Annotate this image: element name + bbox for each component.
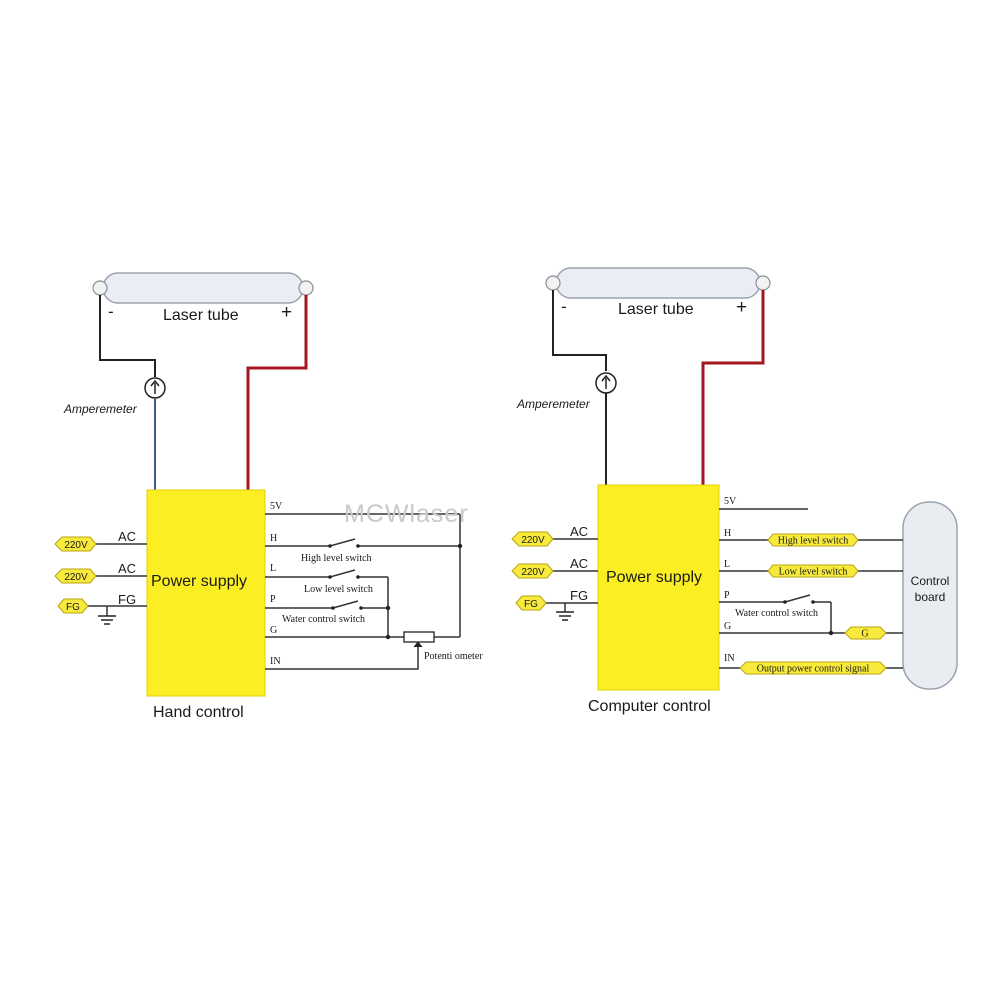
svg-text:220V: 220V [521, 535, 545, 546]
hand-output-wires [265, 513, 461, 670]
computer-positive-wire [701, 290, 765, 485]
svg-text:FG: FG [66, 602, 80, 613]
computer-amperemeter-label: Amperemeter [516, 397, 591, 411]
computer-power-supply [597, 484, 720, 691]
hand-tag-220v-1: 220V [54, 536, 97, 552]
computer-tag-220v-1: 220V [511, 531, 554, 547]
hand-pin-l: L [270, 563, 276, 574]
computer-g-signal-tag: G [844, 626, 887, 640]
hand-pin-h: H [270, 533, 277, 544]
computer-caption: Computer control [588, 698, 711, 715]
computer-tube-plus: + [736, 297, 747, 318]
hand-power-supply [146, 489, 266, 697]
svg-text:High level switch: High level switch [778, 536, 849, 547]
svg-text:G: G [861, 629, 868, 640]
hand-tube-label: Laser tube [163, 307, 239, 324]
hand-psu-label: Power supply [151, 573, 247, 590]
computer-fg-label: FG [570, 588, 588, 603]
hand-potentiometer-icon [403, 631, 435, 648]
computer-tag-fg: FG [515, 595, 547, 611]
computer-pin-g: G [724, 621, 731, 632]
hand-pin-p: P [270, 594, 276, 605]
computer-tube-label: Laser tube [618, 301, 694, 318]
hand-water-switch-label: Water control switch [282, 614, 365, 625]
svg-text:FG: FG [524, 599, 538, 610]
computer-control-diagram: Laser tube - + Amperemeter Power supply … [511, 267, 958, 715]
hand-low-switch-label: Low level switch [304, 584, 373, 595]
control-board-label-1: Control [911, 574, 950, 588]
computer-ammeter-icon [595, 372, 617, 394]
svg-text:Output power control signal: Output power control signal [757, 664, 870, 675]
computer-output-wires [719, 508, 903, 669]
computer-pin-l: L [724, 559, 730, 570]
hand-ammeter-icon [144, 377, 166, 399]
control-board [902, 501, 958, 690]
svg-text:Low level switch: Low level switch [779, 567, 848, 578]
hand-ac1-label: AC [118, 529, 136, 544]
hand-pin-in: IN [270, 656, 281, 667]
hand-ac2-label: AC [118, 561, 136, 576]
svg-text:220V: 220V [64, 572, 88, 583]
computer-pin-in: IN [724, 653, 735, 664]
hand-input-wires [88, 543, 147, 616]
computer-negative-wire [552, 290, 607, 371]
computer-psu-label: Power supply [606, 569, 702, 586]
hand-amperemeter-label: Amperemeter [63, 402, 138, 416]
hand-control-diagram: Laser tube - + Amperemeter Power supply … [54, 272, 483, 721]
hand-high-switch-label: High level switch [301, 553, 372, 564]
computer-water-switch-label: Water control switch [735, 608, 818, 619]
hand-tag-220v-2: 220V [54, 568, 97, 584]
computer-ac1-label: AC [570, 524, 588, 539]
hand-potentiometer-label: Potenti ometer [424, 651, 483, 662]
computer-ac2-label: AC [570, 556, 588, 571]
computer-ground-icon [556, 611, 574, 621]
computer-pin-5v: 5V [724, 496, 737, 507]
computer-tag-220v-2: 220V [511, 563, 554, 579]
hand-junction-dots [385, 543, 463, 640]
computer-junction-dots [783, 600, 834, 636]
computer-laser-tube [545, 267, 771, 299]
hand-pin-g: G [270, 625, 277, 636]
computer-input-wires [546, 538, 598, 612]
computer-high-signal-tag: High level switch [767, 533, 859, 547]
hand-positive-wire [246, 295, 308, 490]
svg-text:220V: 220V [64, 540, 88, 551]
computer-output-signal-tag: Output power control signal [739, 661, 887, 675]
hand-tag-fg: FG [57, 598, 89, 614]
hand-pin-5v: 5V [270, 501, 283, 512]
hand-tube-minus: - [108, 302, 114, 321]
hand-switch-contacts [328, 544, 363, 610]
computer-pin-h: H [724, 528, 731, 539]
control-board-label-2: board [915, 590, 946, 604]
computer-pin-p: P [724, 590, 730, 601]
hand-ground-icon [98, 615, 116, 625]
svg-text:220V: 220V [521, 567, 545, 578]
computer-low-signal-tag: Low level switch [767, 564, 859, 578]
watermark: MCWlaser [344, 500, 469, 528]
hand-caption: Hand control [153, 704, 244, 721]
computer-tube-minus: - [561, 297, 567, 316]
hand-negative-wire [99, 295, 156, 377]
hand-laser-tube [92, 272, 314, 304]
hand-tube-plus: + [281, 302, 292, 323]
hand-fg-label: FG [118, 592, 136, 607]
